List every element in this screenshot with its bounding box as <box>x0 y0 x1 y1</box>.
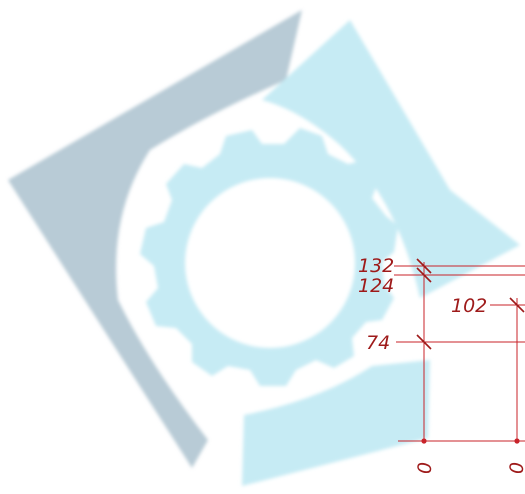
mark-label-74: 74 <box>366 332 390 354</box>
baseline-point-right <box>514 438 520 444</box>
baseline-label-right: 0 <box>506 462 525 474</box>
tick-132 <box>416 258 432 274</box>
dimension-drawing: 132 124 74 102 0 0 <box>358 255 525 474</box>
baseline-point-left <box>421 438 427 444</box>
logo-gray-segment <box>8 10 302 468</box>
watermark-logo <box>8 10 520 486</box>
mark-label-102: 102 <box>451 295 487 317</box>
logo-cyan-segment-top <box>262 20 520 298</box>
mark-label-124: 124 <box>358 275 394 297</box>
logo-gear-ring <box>140 128 398 386</box>
tick-74 <box>416 334 432 350</box>
mark-label-132: 132 <box>358 255 394 277</box>
tick-124 <box>416 267 432 283</box>
logo-cyan-segment-bottom <box>242 360 430 486</box>
baseline-label-left: 0 <box>414 462 436 474</box>
tick-102 <box>509 297 525 313</box>
